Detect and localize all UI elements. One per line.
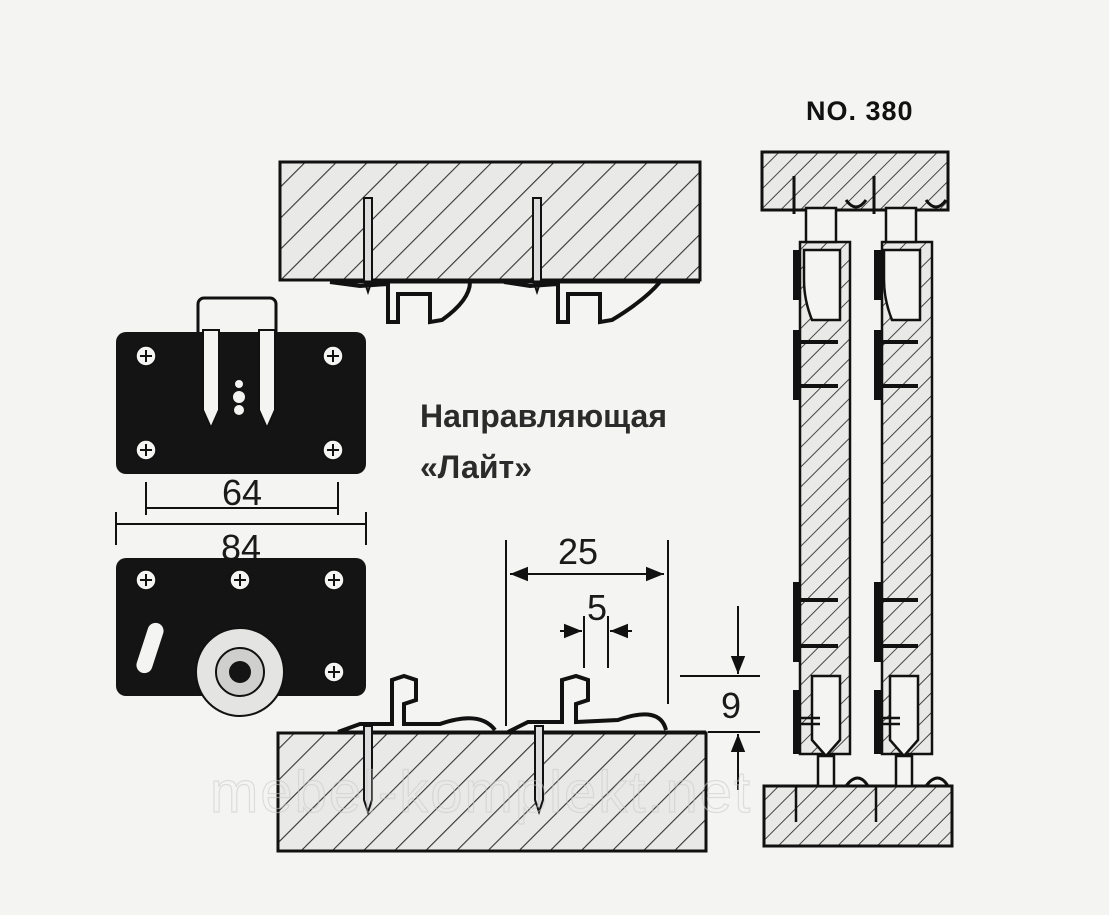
model-number-label: NO. 380 [806,96,914,126]
bottom-screws [363,725,544,816]
upper-guide-plate [116,296,366,474]
title-line-2: «Лайт» [420,449,532,485]
roller-wheel [195,627,285,717]
bottom-board-assembly [276,673,708,853]
watermark-text: mebel-komplekt.net [210,760,752,825]
upper-rail-profiles [329,280,700,325]
dimension-5-label: 5 [587,587,607,628]
top-board-assembly [278,160,702,325]
dimension-9 [680,606,760,790]
top-wood-board [278,160,702,282]
side-section-view [760,150,954,848]
lower-roller-plate [116,558,366,717]
dimension-25-label: 25 [558,531,598,572]
dimension-25 [505,540,669,726]
side-top-board [760,150,950,212]
door-panel-rear [880,240,934,756]
dimension-84 [115,512,367,545]
upper-plate-body [116,332,366,474]
lower-rail-profiles [337,673,706,734]
side-bottom-board [762,784,954,848]
dimension-5 [560,616,632,668]
guide-pins [202,329,276,431]
title-line-1: Направляющая [420,398,667,434]
dimension-64-label: 64 [222,472,262,513]
dimension-64 [145,482,339,515]
dimension-9-label: 9 [721,685,741,726]
lower-plate-body [116,558,366,696]
